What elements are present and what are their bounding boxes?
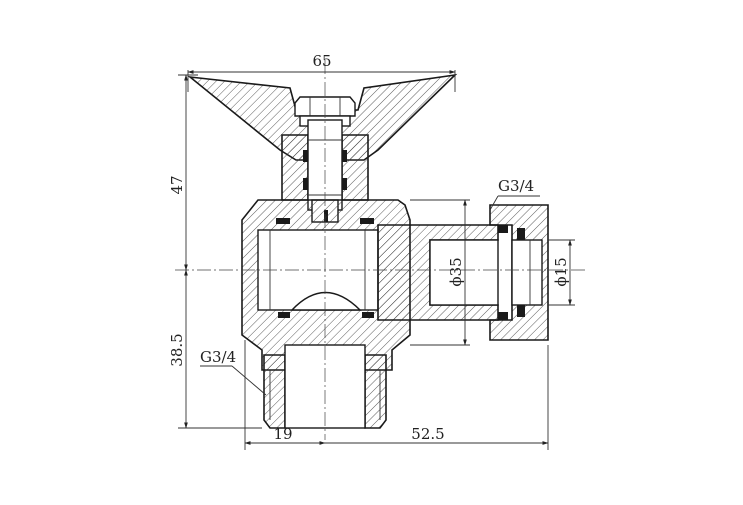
- dim-bottom: 19 52.5: [244, 340, 549, 450]
- union-nut: [489, 204, 549, 341]
- dim-label-outlet-thread: G3/4: [498, 177, 534, 195]
- dim-outlet-thread: G3/4: [489, 177, 540, 211]
- dim-label-height-lower: 38.5: [168, 333, 186, 366]
- dim-label-height-upper: 47: [168, 175, 186, 194]
- dim-label-inlet-thread: G3/4: [200, 348, 236, 366]
- dim-body-diameter: ϕ35: [410, 199, 470, 346]
- dim-label-outlet-diameter: ϕ15: [552, 257, 570, 286]
- dim-outlet-diameter: ϕ15: [548, 239, 575, 306]
- dim-label-outlet-length: 52.5: [411, 425, 444, 443]
- dim-inlet-thread: G3/4: [200, 348, 267, 396]
- dim-height-lower: 38.5: [168, 269, 262, 429]
- dim-label-overall-width: 65: [312, 52, 331, 70]
- dim-overall-width: 65: [187, 52, 456, 92]
- dim-label-body-diameter: ϕ35: [447, 257, 465, 286]
- centerlines: [175, 60, 585, 440]
- dim-label-inlet-width: 19: [273, 425, 292, 443]
- dim-height-upper: 47: [168, 74, 198, 271]
